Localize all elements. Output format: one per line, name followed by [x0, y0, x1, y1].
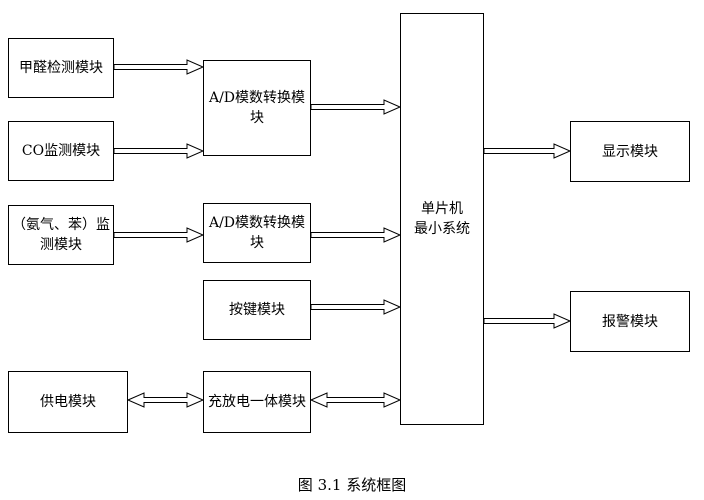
- adc-block-1: A/D模数转换模 块: [203, 60, 311, 156]
- arrow-formaldehyde-to-adc1: [113, 59, 205, 75]
- formaldehyde-detection-block: 甲醛检测模块: [8, 38, 114, 98]
- co-monitoring-block: CO监测模块: [8, 121, 114, 181]
- power-supply-block: 供电模块: [8, 371, 128, 433]
- adc-block-2: A/D模数转换模 块: [203, 203, 311, 263]
- arrow-power-charge-bidirectional: [126, 392, 205, 408]
- ammonia-benzene-monitoring-block: （氨气、苯）监 测模块: [8, 205, 114, 265]
- figure-caption: 图 3.1 系统框图: [297, 476, 407, 494]
- arrow-adc2-to-mcu: [310, 227, 402, 243]
- arrow-mcu-to-display: [483, 143, 572, 159]
- keypad-block: 按键模块: [203, 280, 311, 340]
- display-block: 显示模块: [570, 121, 690, 182]
- alarm-block: 报警模块: [570, 291, 690, 352]
- mcu-minimum-system-block: 单片机 最小系统: [400, 13, 484, 425]
- arrow-co-to-adc1: [113, 143, 205, 159]
- arrow-ammonia-to-adc2: [113, 227, 205, 243]
- charge-discharge-block: 充放电一体模块: [203, 371, 311, 433]
- arrow-adc1-to-mcu: [310, 99, 402, 115]
- arrow-charge-mcu-bidirectional: [309, 392, 402, 408]
- arrow-keypad-to-mcu: [310, 299, 402, 315]
- arrow-mcu-to-alarm: [483, 313, 572, 329]
